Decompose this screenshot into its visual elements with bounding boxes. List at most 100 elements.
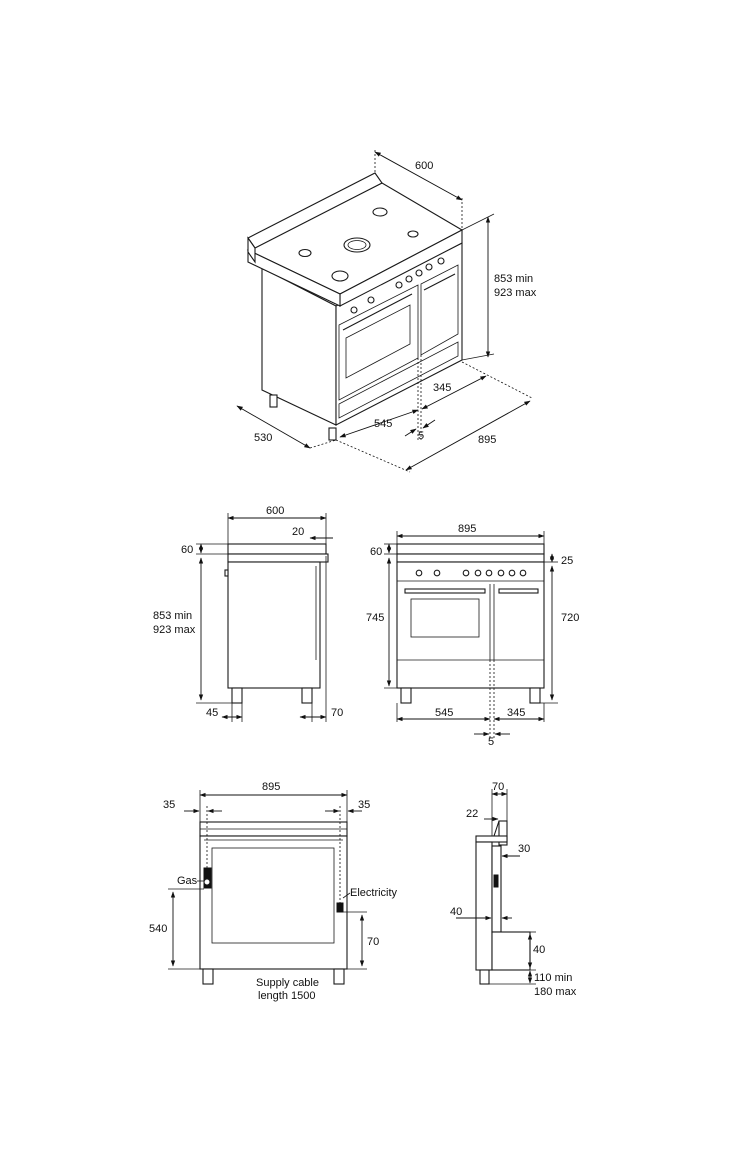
side-foot-front-label: 45: [206, 707, 218, 719]
profile-foot: [479, 969, 490, 985]
rear-elec-height-label: 70: [367, 936, 379, 948]
iso-dim-side-line: [236, 405, 311, 449]
iso-knob: [415, 269, 423, 277]
iso-burner-back: [372, 207, 388, 217]
iso-width-label: 895: [478, 434, 496, 446]
side-backsplash: [227, 543, 327, 555]
front-body: [396, 561, 545, 689]
iso-dim-width-line: [405, 400, 531, 471]
rear-view: 895 35 35 Gas Electricity 540 70 Supply …: [149, 781, 398, 1002]
front-knob: [415, 569, 423, 577]
iso-height-max-label: 923 max: [494, 287, 537, 299]
iso-dim-right-line: [421, 375, 487, 410]
front-splash-label: 60: [370, 546, 382, 558]
side-foot-back-label: 70: [331, 707, 343, 719]
rear-width-label: 895: [262, 781, 280, 793]
iso-knob: [395, 281, 403, 289]
front-view: 895 60 25 745 720 545 345 5: [366, 523, 579, 748]
profile-view: 70 22 30 40 40 110 min 180 max: [450, 781, 577, 998]
side-foot: [301, 687, 313, 704]
gas-label: Gas: [177, 875, 198, 887]
profile-splash-label: 22: [466, 808, 478, 820]
front-knob: [462, 569, 470, 577]
front-right-part-label: 345: [507, 707, 525, 719]
front-knob: [508, 569, 516, 577]
front-body-label: 745: [366, 612, 384, 624]
front-worktop: [396, 553, 545, 563]
profile-top: [475, 835, 508, 843]
profile-body: [475, 841, 493, 971]
side-view: 600 20 60 853 min 923 max 45 70: [153, 505, 343, 722]
iso-depth-label: 600: [415, 160, 433, 172]
iso-right-part-label: 345: [433, 382, 451, 394]
side-worktop: [227, 553, 329, 563]
profile-connection-icon: [493, 874, 499, 888]
front-knob: [497, 569, 505, 577]
iso-knob: [425, 263, 433, 271]
iso-dim-depth-line: [374, 151, 463, 201]
iso-ext: [309, 439, 337, 449]
electricity-connection-icon: [336, 902, 344, 913]
side-offset-label: 20: [292, 526, 304, 538]
iso-ext: [335, 439, 411, 473]
iso-ext: [461, 353, 495, 361]
front-left-part-label: 545: [435, 707, 453, 719]
electricity-label: Electricity: [350, 887, 398, 899]
iso-height-min-label: 853 min: [494, 273, 533, 285]
iso-dim-gap-line: [422, 419, 436, 429]
side-height-min-label: 853 min: [153, 610, 192, 622]
front-backsplash: [396, 543, 545, 555]
profile-foot-max-label: 180 max: [534, 986, 577, 998]
front-knob: [433, 569, 441, 577]
side-splash-label: 60: [181, 544, 193, 556]
front-width-label: 895: [458, 523, 476, 535]
electricity-leader: [342, 892, 351, 899]
front-knob: [485, 569, 493, 577]
iso-knob: [367, 296, 375, 304]
profile-splash-curve: [493, 820, 500, 837]
profile-backsplash: [498, 820, 508, 846]
rear-foot: [333, 968, 345, 985]
front-knob: [474, 569, 482, 577]
iso-side-depth-label: 530: [254, 432, 272, 444]
iso-oven-handle-right: [423, 273, 456, 291]
iso-knob: [405, 275, 413, 283]
side-height-max-label: 923 max: [153, 624, 196, 636]
profile-back-lower: [491, 931, 531, 971]
side-foot: [231, 687, 243, 704]
iso-ext: [461, 213, 495, 231]
rear-gas-height-label: 540: [149, 923, 167, 935]
iso-oven-door-right: [420, 264, 459, 356]
profile-foot-depth-label: 40: [533, 944, 545, 956]
iso-hob-side-edge: [247, 249, 341, 307]
iso-burner-right: [407, 230, 419, 238]
cable-label-line2: length 1500: [258, 990, 316, 1002]
rear-foot: [202, 968, 214, 985]
gas-connection-icon: [203, 867, 212, 889]
side-body: [227, 561, 321, 689]
cable-label-line1: Supply cable: [256, 977, 319, 989]
rear-panel: [211, 847, 335, 944]
rear-right-offset-label: 35: [358, 799, 370, 811]
iso-burner-left: [298, 248, 312, 258]
isometric-view: 600 853 min 923 max 345 545 5 895 530: [236, 150, 537, 473]
iso-knob: [350, 306, 358, 314]
front-oven-label: 720: [561, 612, 579, 624]
side-depth-label: 600: [266, 505, 284, 517]
iso-burner-front: [331, 270, 349, 282]
gas-valve-icon: [203, 878, 211, 886]
front-oven-handle-left: [404, 588, 486, 594]
iso-dim-left-line: [339, 409, 419, 438]
front-gap-label: 5: [488, 736, 494, 748]
iso-knob: [437, 257, 445, 265]
profile-back-upper: [491, 845, 502, 933]
front-oven-handle-right: [498, 588, 539, 594]
front-oven-window: [410, 598, 480, 638]
rear-left-offset-label: 35: [163, 799, 175, 811]
iso-foot: [269, 394, 278, 408]
iso-oven-handle-left: [342, 293, 413, 331]
rear-body: [199, 835, 348, 970]
front-foot: [400, 687, 412, 704]
iso-ext: [461, 361, 533, 399]
iso-backsplash-front: [247, 236, 256, 264]
